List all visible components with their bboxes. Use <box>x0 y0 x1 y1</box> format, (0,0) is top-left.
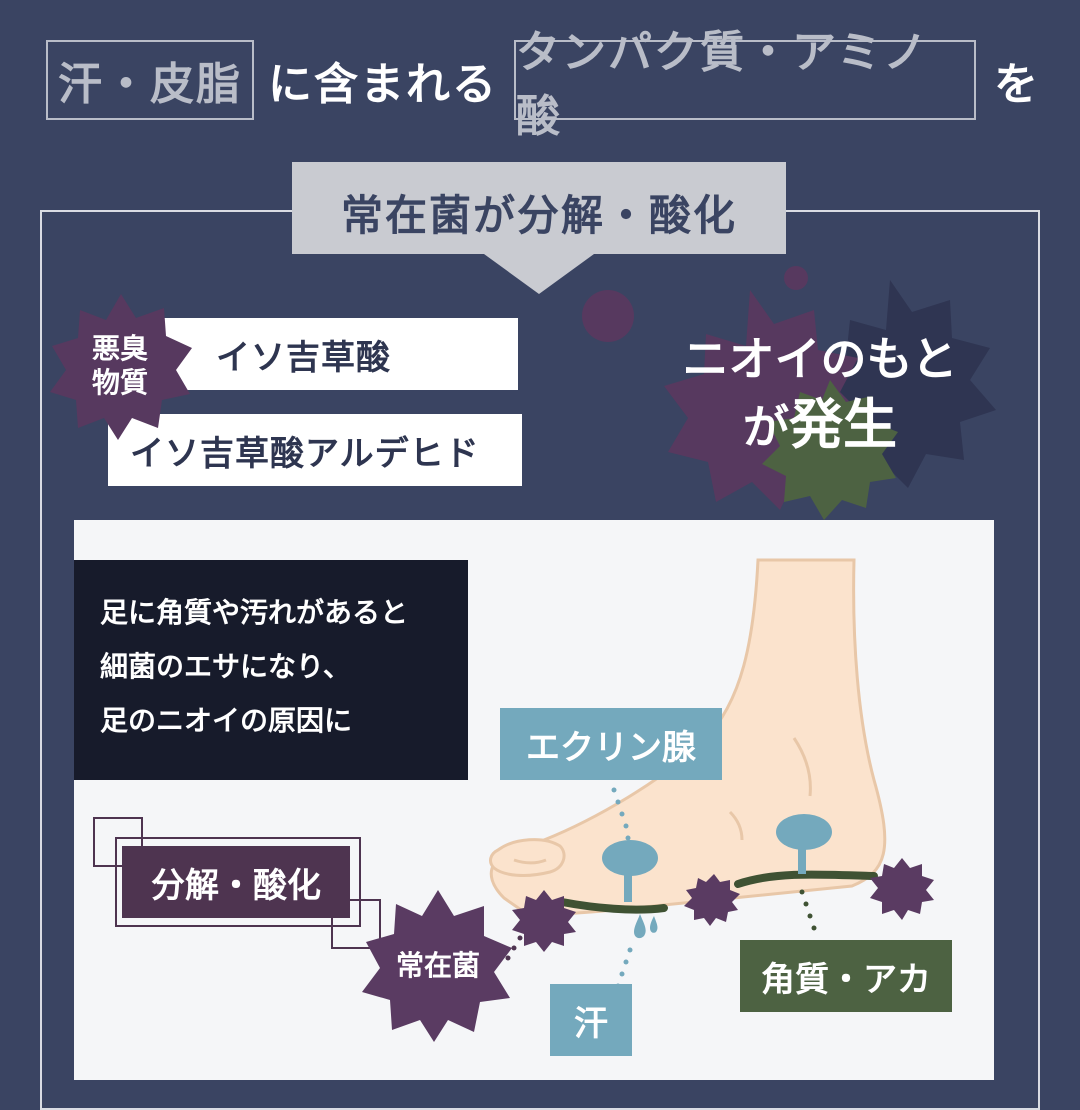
description-line-3: 足のニオイの原因に <box>100 704 353 737</box>
sweat-drop-small-icon <box>650 916 658 933</box>
sweat-label-text: 汗 <box>574 1003 608 1044</box>
keratin-layer-heel <box>734 870 878 888</box>
eccrine-gland-heel-icon <box>776 814 832 874</box>
resident-bacteria-label: 常在菌 <box>360 928 516 1000</box>
germ-small-toe-icon <box>512 890 576 952</box>
malodor-badge: 悪臭 物質 <box>60 318 180 414</box>
keratin-label-text: 角質・アカ <box>761 959 931 1000</box>
germ-cluster-decoration <box>582 266 996 520</box>
germ-dot-small-icon <box>784 266 808 290</box>
header-box-sweat-sebum-text: 汗・皮脂 <box>58 59 242 110</box>
decompose-label: 分解・酸化 <box>122 846 350 918</box>
banner-title-text: 常在菌が分解・酸化 <box>340 190 737 240</box>
malodor-item-1-text: イソ吉草酸 <box>216 337 391 378</box>
smell-line1: ニオイのもと <box>682 332 958 386</box>
eccrine-gland-toe-icon <box>602 840 658 902</box>
smell-line2-emphasis: 発生 <box>789 392 897 456</box>
banner-title: 常在菌が分解・酸化 <box>292 170 786 254</box>
malodor-badge-line2: 物質 <box>91 366 148 399</box>
header-box-protein-amino-text: タンパク質・アミノ酸 <box>516 27 930 142</box>
keratin-label: 角質・アカ <box>740 940 952 1012</box>
header-box-sweat-sebum: 汗・皮脂 <box>46 40 254 120</box>
eccrine-gland-label-text: エクリン腺 <box>526 727 696 768</box>
description-box: 足に角質や汚れがあると 細菌のエサになり、 足のニオイの原因に <box>74 560 468 780</box>
smell-line2-prefix: が <box>743 399 789 454</box>
germ-small-mid-icon <box>684 874 740 926</box>
resident-bacteria-label-text: 常在菌 <box>395 949 480 982</box>
germ-dot-icon <box>582 290 634 342</box>
malodor-badge-line1: 悪臭 <box>91 332 148 366</box>
smell-line2: が発生 <box>640 390 1000 460</box>
smell-origin-text: ニオイのもと が発生 <box>640 330 1000 460</box>
foot-toe-shape <box>489 838 566 877</box>
germ-green-icon <box>762 380 898 520</box>
foot-toe-line <box>513 858 547 865</box>
header-text-wo-label: を <box>994 59 1040 110</box>
sweat-drop-icon <box>634 914 646 939</box>
ankle-line-2 <box>728 810 744 841</box>
header-text-contained: に含まれる <box>268 40 498 120</box>
eccrine-gland-label: エクリン腺 <box>500 708 722 780</box>
decompose-label-text: 分解・酸化 <box>151 865 321 906</box>
description-line-2: 細菌のエサになり、 <box>100 650 351 683</box>
banner-shape <box>292 162 786 294</box>
keratin-layer <box>558 898 668 914</box>
description-line-1: 足に角質や汚れがあると <box>100 596 409 629</box>
malodor-item-isovaleric-acid: イソ吉草酸 <box>140 318 518 390</box>
header-text-contained-label: に含まれる <box>268 59 498 110</box>
malodor-badge-germ-icon <box>50 294 192 440</box>
resident-bacteria-germ-icon <box>362 890 512 1042</box>
malodor-item-2-text: イソ吉草酸アルデヒド <box>130 433 480 474</box>
ankle-line <box>792 737 812 797</box>
malodor-item-isovaleraldehyde: イソ吉草酸アルデヒド <box>108 414 522 486</box>
header-box-protein-amino: タンパク質・アミノ酸 <box>514 27 976 142</box>
germ-small-heel-icon <box>870 858 934 920</box>
decompose-label-frame <box>93 817 381 949</box>
sweat-label: 汗 <box>550 984 632 1056</box>
header-text-wo: を <box>994 40 1040 120</box>
